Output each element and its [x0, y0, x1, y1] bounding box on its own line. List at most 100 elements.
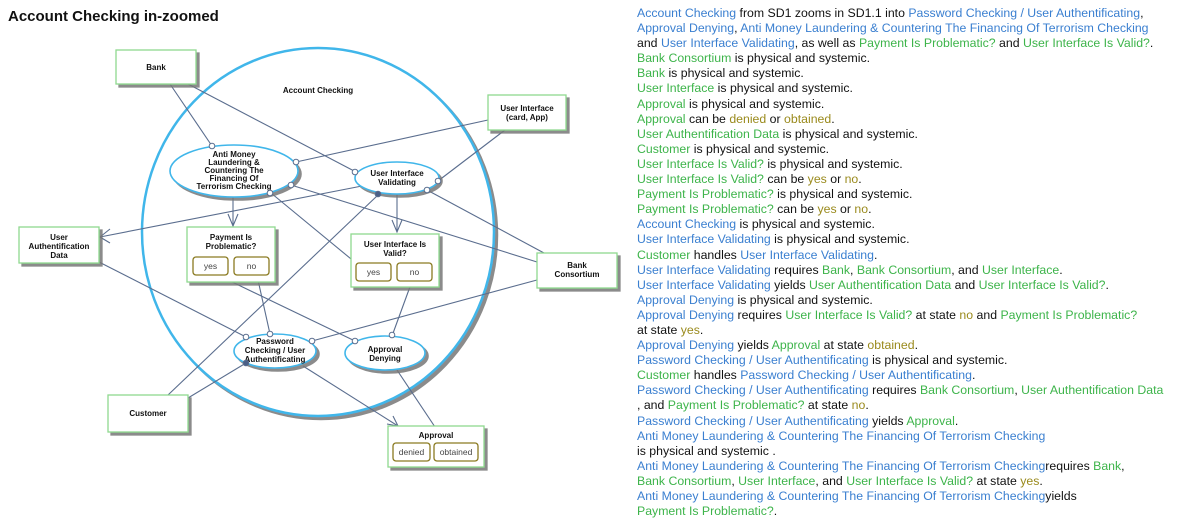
- state-ref[interactable]: yes: [1020, 473, 1040, 488]
- object-ref[interactable]: Payment Is Problematic?: [858, 36, 996, 51]
- object-ref[interactable]: Bank Consortium: [637, 51, 732, 66]
- object-ref[interactable]: Payment Is Problematic?: [637, 187, 774, 202]
- process-ref[interactable]: User Interface Validating: [660, 36, 795, 51]
- link-customer-uiv[interactable]: [167, 194, 379, 396]
- object-ref[interactable]: User Interface Is Valid?: [637, 172, 764, 187]
- process-ref[interactable]: Approval Denying: [637, 338, 735, 353]
- object-ref[interactable]: Payment Is Problematic?: [637, 504, 774, 519]
- link-uiv-uad[interactable]: [99, 185, 363, 238]
- object-bank-consortium[interactable]: Bank Consortium: [536, 252, 618, 289]
- object-ref[interactable]: Payment Is Problematic?: [667, 398, 805, 413]
- object-ref[interactable]: Bank Consortium: [856, 262, 952, 277]
- link-customer-password[interactable]: [187, 362, 247, 399]
- link-uiv-bankcons[interactable]: [426, 189, 545, 254]
- object-payment-is-problematic[interactable]: Payment Is Problematic? yes no: [186, 226, 276, 283]
- object-approval[interactable]: Approval denied obtained: [387, 425, 485, 468]
- process-ref[interactable]: User Interface Validating: [740, 247, 874, 262]
- state-ref[interactable]: obtained: [867, 338, 915, 353]
- object-ref[interactable]: Customer: [637, 141, 691, 156]
- process-ref[interactable]: Password Checking / User Authentificatin…: [908, 6, 1141, 20]
- state-ref[interactable]: obtained: [784, 111, 832, 126]
- state-ref[interactable]: yes: [680, 322, 700, 337]
- process-ref[interactable]: Approval Denying: [637, 307, 735, 322]
- state-ref[interactable]: denied: [729, 111, 767, 126]
- process-approval-denying[interactable]: Approval Denying: [344, 335, 426, 371]
- object-customer[interactable]: Customer: [107, 394, 189, 433]
- process-ref[interactable]: Account Checking: [637, 6, 737, 20]
- object-ref[interactable]: Approval: [637, 111, 686, 126]
- object-ref[interactable]: Approval: [637, 96, 686, 111]
- state-approval-obtained[interactable]: obtained: [433, 442, 479, 462]
- process-ref[interactable]: Account Checking: [637, 217, 737, 232]
- link-ui-aml[interactable]: [295, 119, 489, 163]
- process-ref[interactable]: Password Checking / User Authentificatin…: [637, 353, 869, 368]
- object-ref[interactable]: Approval: [771, 338, 821, 353]
- opl-text: can be: [685, 111, 730, 126]
- link-aml-uivalid-yes[interactable]: [270, 192, 363, 269]
- object-ref[interactable]: Customer: [637, 247, 691, 262]
- state-uivalid-yes[interactable]: yes: [355, 262, 392, 282]
- link-ui-uiv[interactable]: [437, 129, 506, 182]
- process-ref[interactable]: Anti Money Laundering & Countering The F…: [637, 428, 1046, 443]
- object-bank[interactable]: Bank: [115, 49, 197, 85]
- object-user-authentification-data[interactable]: User Authentification Data: [18, 226, 100, 264]
- opl-text: is physical and systemic.: [690, 141, 830, 156]
- process-ref[interactable]: Anti Money Laundering & Countering The F…: [637, 458, 1046, 473]
- link-uivalid-no-apprdeny[interactable]: [391, 283, 412, 337]
- link-bank-aml[interactable]: [169, 83, 213, 147]
- process-ref[interactable]: Password Checking / User Authentificatin…: [740, 368, 972, 383]
- process-ref[interactable]: User Interface Validating: [637, 277, 771, 292]
- object-user-interface-is-valid[interactable]: User Interface Is Valid? yes no: [350, 233, 440, 288]
- object-ref[interactable]: User Interface Is Valid?: [785, 307, 913, 322]
- link-uad-password[interactable]: [98, 261, 247, 338]
- object-ref[interactable]: Bank: [1093, 458, 1122, 473]
- object-ref[interactable]: User Interface: [637, 81, 715, 96]
- process-anti-money-laundering[interactable]: Anti Money Laundering & Countering The F…: [169, 144, 299, 198]
- opl-sentence: User Authentification Data is physical a…: [637, 127, 1197, 142]
- state-ref[interactable]: no: [854, 202, 869, 217]
- object-ref[interactable]: Bank Consortium: [637, 473, 732, 488]
- object-ref[interactable]: User Interface: [738, 473, 816, 488]
- state-ref[interactable]: no: [844, 172, 859, 187]
- object-ref[interactable]: Bank: [637, 66, 666, 81]
- object-ref[interactable]: User Authentification Data: [637, 126, 780, 141]
- object-ref[interactable]: User Authentification Data: [1021, 383, 1164, 398]
- link-aml-bankcons[interactable]: [290, 184, 538, 263]
- process-password-checking[interactable]: Password Checking / User Authentificatin…: [233, 333, 317, 369]
- object-user-interface[interactable]: User Interface (card, App): [487, 94, 567, 131]
- link-password-approval[interactable]: [302, 365, 399, 427]
- state-ref[interactable]: yes: [807, 172, 827, 187]
- state-payment-no[interactable]: no: [233, 256, 270, 276]
- object-ref[interactable]: User Interface: [982, 262, 1060, 277]
- link-payment-no-password[interactable]: [257, 279, 271, 335]
- object-ref[interactable]: User Interface Is Valid?: [978, 277, 1106, 292]
- process-ref[interactable]: User Interface Validating: [637, 262, 771, 277]
- process-ref[interactable]: Password Checking / User Authentificatin…: [637, 383, 869, 398]
- state-ref[interactable]: no: [959, 307, 974, 322]
- link-bank-uiv[interactable]: [187, 83, 357, 173]
- process-ref[interactable]: Approval Denying: [637, 292, 735, 307]
- object-ref[interactable]: Customer: [637, 368, 691, 383]
- state-ref[interactable]: no: [851, 398, 866, 413]
- state-ref[interactable]: yes: [817, 202, 837, 217]
- object-ref[interactable]: User Interface Is Valid?: [637, 156, 764, 171]
- object-ref[interactable]: Approval: [906, 413, 955, 428]
- object-ref[interactable]: Payment Is Problematic?: [1000, 307, 1138, 322]
- process-ref[interactable]: User Interface Validating: [637, 232, 771, 247]
- state-approval-denied[interactable]: denied: [392, 442, 431, 462]
- process-ref[interactable]: Anti Money Laundering & Countering The F…: [637, 489, 1046, 503]
- object-ref[interactable]: Bank: [822, 262, 851, 277]
- link-bankcons-password[interactable]: [311, 279, 538, 342]
- object-ref[interactable]: User Interface Is Valid?: [846, 473, 974, 488]
- link-payment-yes-apprdeny[interactable]: [227, 279, 356, 342]
- object-ref[interactable]: Payment Is Problematic?: [637, 202, 774, 217]
- state-payment-yes[interactable]: yes: [192, 256, 229, 276]
- process-ref[interactable]: Anti Money Laundering & Countering The F…: [740, 21, 1149, 36]
- object-ref[interactable]: Bank Consortium: [919, 383, 1015, 398]
- process-ref[interactable]: Password Checking / User Authentificatin…: [637, 413, 869, 428]
- object-ref[interactable]: User Authentification Data: [809, 277, 952, 292]
- process-user-interface-validating[interactable]: User Interface Validating: [354, 161, 440, 195]
- object-ref[interactable]: User Interface Is Valid?: [1023, 36, 1150, 51]
- process-ref[interactable]: Approval Denying: [637, 21, 735, 36]
- state-uivalid-no[interactable]: no: [396, 262, 433, 282]
